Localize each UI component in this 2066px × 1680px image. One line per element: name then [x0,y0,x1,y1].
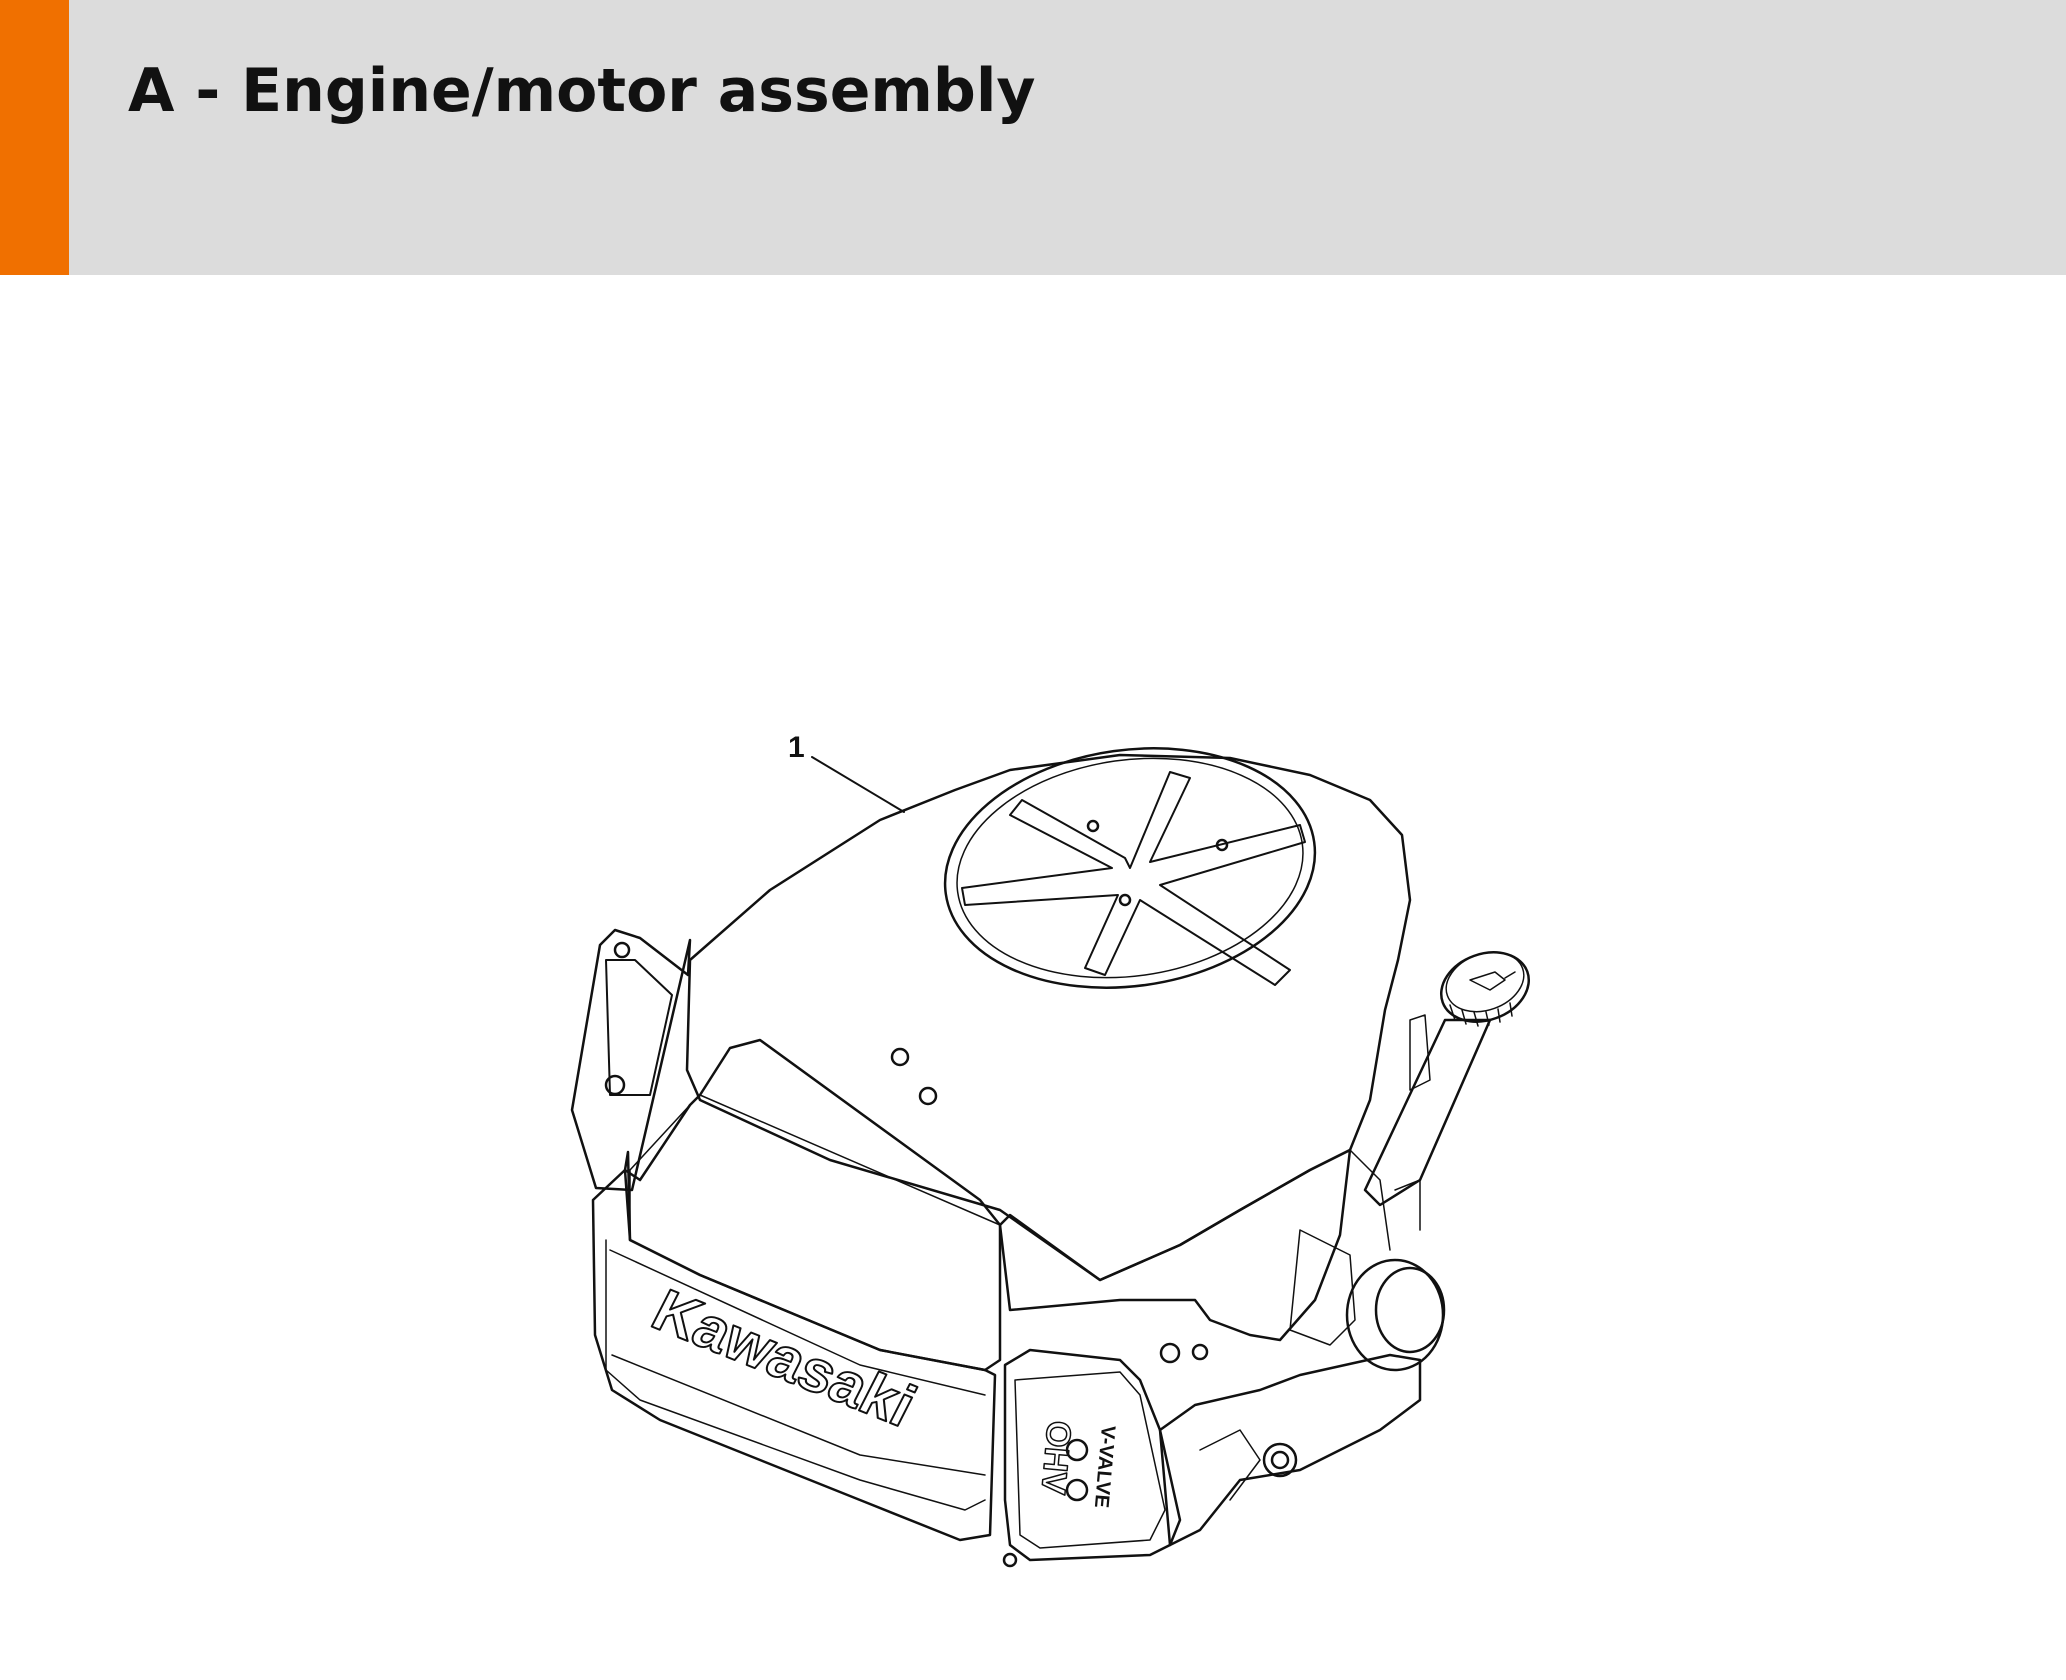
engine-front-casing [591,1168,997,1542]
valve-marker-right [1065,1478,1089,1502]
fan-spokes [961,771,1306,986]
valve-cover [1003,1348,1182,1562]
header-accent-bar [0,0,69,275]
oil-can-icon [1469,971,1516,991]
left-mount-bracket [570,928,692,1192]
recoil-starter-knob [1345,1258,1445,1372]
engine-cylinder-block [998,1148,1352,1342]
valve-marker-left [1065,1438,1089,1462]
cooling-fan-screen [943,747,1317,989]
engine-brand-logo: Kawasaki [642,1277,926,1439]
crankcase [1158,1353,1422,1547]
ohv-label: OHV [1034,1419,1078,1496]
page-header: A - Engine/motor assembly [0,0,2066,275]
callout-leader-line [811,756,905,813]
v-valve-label: V-VALVE [1090,1425,1119,1509]
callout-number-1: 1 [788,731,805,764]
page-title: A - Engine/motor assembly [128,56,1036,126]
engine-assembly: Kawasaki OHV V-VALVE [570,747,1531,1568]
